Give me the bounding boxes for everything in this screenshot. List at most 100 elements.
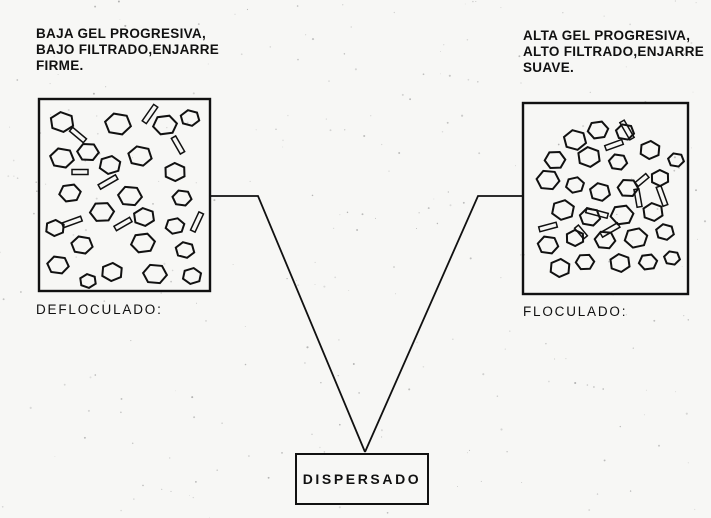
paper-speck: [142, 484, 144, 487]
clay-platelet: [164, 217, 186, 235]
paper-speck: [244, 326, 246, 328]
paper-speck: [54, 455, 56, 457]
paper-speck: [545, 342, 547, 345]
paper-speck: [441, 131, 444, 133]
paper-speck: [673, 169, 676, 172]
paper-speck: [690, 147, 692, 149]
clay-rod: [71, 168, 89, 176]
paper-speck: [13, 175, 15, 177]
paper-speck: [461, 114, 464, 117]
paper-speck: [193, 416, 196, 419]
paper-speck: [393, 11, 395, 14]
paper-speck: [603, 15, 605, 17]
clay-platelet: [151, 114, 179, 136]
paper-speck: [358, 392, 360, 394]
caption-line: SUAVE.: [523, 60, 575, 75]
paper-speck: [352, 363, 355, 365]
paper-speck: [205, 320, 207, 322]
paper-speck: [408, 388, 411, 391]
paper-speck: [124, 24, 127, 27]
paper-speck: [416, 228, 417, 229]
paper-speck: [207, 63, 209, 65]
paper-speck: [395, 293, 397, 295]
paper-speck: [297, 284, 299, 286]
paper-speck: [557, 143, 560, 146]
paper-speck: [418, 212, 420, 214]
clay-platelet: [593, 230, 617, 250]
paper-speck: [416, 341, 418, 344]
paper-speck: [409, 98, 411, 101]
paper-speck: [50, 114, 52, 116]
paper-speck: [344, 129, 346, 131]
paper-speck: [625, 314, 627, 316]
paper-speck: [287, 114, 289, 117]
paper-speck: [213, 199, 216, 202]
paper-speck: [9, 126, 11, 128]
paper-speck: [94, 374, 97, 376]
paper-speck: [295, 280, 297, 282]
clay-platelet: [639, 139, 661, 161]
paper-speck: [440, 51, 441, 52]
clay-platelet: [623, 227, 649, 249]
clay-rod: [60, 215, 84, 229]
paper-speck: [120, 397, 123, 400]
clay-platelet: [116, 185, 144, 207]
caption-line: BAJO FILTRADO,ENJARRE: [36, 42, 220, 57]
paper-speck: [469, 257, 472, 260]
paper-speck: [170, 280, 172, 283]
clay-rod: [141, 103, 159, 125]
paper-speck: [323, 451, 326, 453]
paper-speck: [685, 412, 688, 415]
dispersed-box: DISPERSADO: [295, 453, 429, 505]
clay-rod: [633, 172, 651, 188]
paper-speck: [593, 386, 595, 388]
paper-speck: [343, 53, 346, 55]
flocculated-frame: [521, 101, 690, 296]
clay-rod: [599, 221, 621, 239]
clay-platelet: [181, 267, 203, 285]
paper-speck: [500, 428, 503, 431]
clay-platelet: [179, 109, 201, 127]
paper-speck: [191, 396, 194, 399]
paper-speck: [554, 358, 556, 360]
paper-speck: [75, 256, 77, 258]
paper-speck: [130, 340, 132, 342]
paper-speck: [578, 317, 580, 319]
clay-platelet: [535, 169, 561, 191]
clay-platelet: [607, 153, 629, 171]
paper-speck: [338, 506, 341, 509]
paper-speck: [87, 409, 90, 412]
paper-speck: [170, 490, 172, 492]
paper-speck: [319, 446, 321, 449]
paper-speck: [232, 263, 234, 265]
paper-speck: [297, 58, 299, 61]
paper-speck: [448, 74, 451, 77]
clay-platelet: [564, 176, 586, 194]
paper-speck: [332, 227, 335, 230]
paper-speck: [195, 182, 197, 184]
clay-platelet: [164, 161, 186, 183]
paper-speck: [339, 214, 341, 216]
paper-speck: [337, 375, 339, 377]
clay-platelet: [655, 223, 675, 241]
paper-speck: [350, 26, 352, 28]
paper-speck: [282, 139, 284, 142]
paper-speck: [480, 480, 482, 482]
paper-speck: [67, 109, 70, 111]
paper-speck: [695, 189, 697, 192]
paper-speck: [110, 309, 111, 311]
paper-speck: [683, 314, 685, 317]
clay-platelet: [586, 120, 610, 140]
clay-platelet: [133, 206, 155, 228]
paper-speck: [443, 44, 445, 46]
paper-speck: [690, 42, 693, 44]
paper-speck: [158, 180, 160, 182]
paper-speck: [49, 83, 51, 85]
paper-speck: [329, 129, 332, 132]
paper-speck: [643, 414, 645, 416]
clay-rod: [655, 184, 669, 208]
paper-speck: [446, 121, 449, 124]
paper-speck: [565, 358, 567, 360]
paper-speck: [645, 389, 647, 391]
clay-rod: [170, 134, 186, 156]
